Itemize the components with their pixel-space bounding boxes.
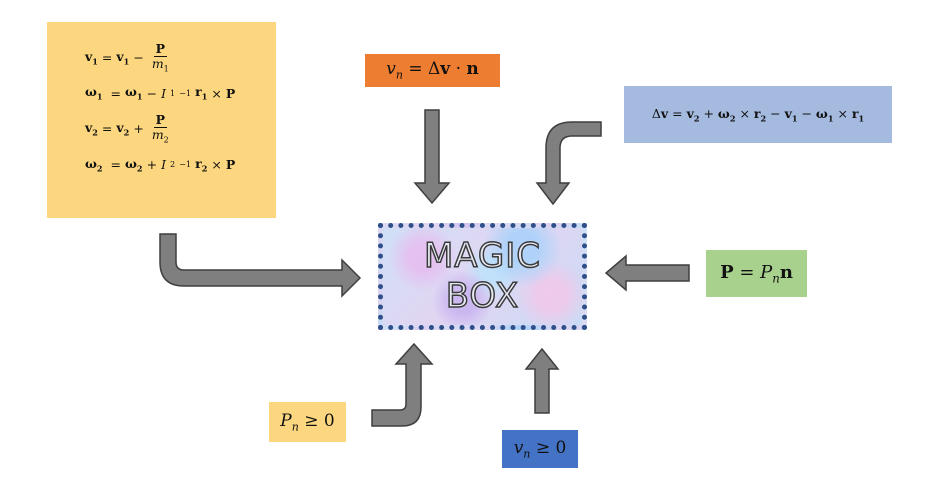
arrow-eq-elbow [159, 233, 362, 298]
arrow-vn-up [524, 347, 560, 414]
velocity-constraint: vn ≥ 0 [502, 430, 578, 468]
impulse-definition: P = Pnn [706, 250, 807, 297]
arrow-vn-down [413, 109, 451, 205]
magic-box: MAGIC BOX [378, 223, 587, 330]
arrow-p-left [604, 254, 690, 292]
normal-velocity-definition: vn = Δv · n [365, 54, 500, 87]
relative-velocity-definition: Δv = v2 + ω2 × r2 − v1 − ω1 × r1 [624, 86, 892, 143]
magic-box-line2: BOX [445, 275, 520, 316]
magic-box-line1: MAGIC [423, 236, 542, 277]
arrow-dv-curve [535, 121, 602, 206]
impulse-constraint: Pn ≥ 0 [269, 402, 346, 442]
arrow-pn-curve [371, 342, 434, 427]
